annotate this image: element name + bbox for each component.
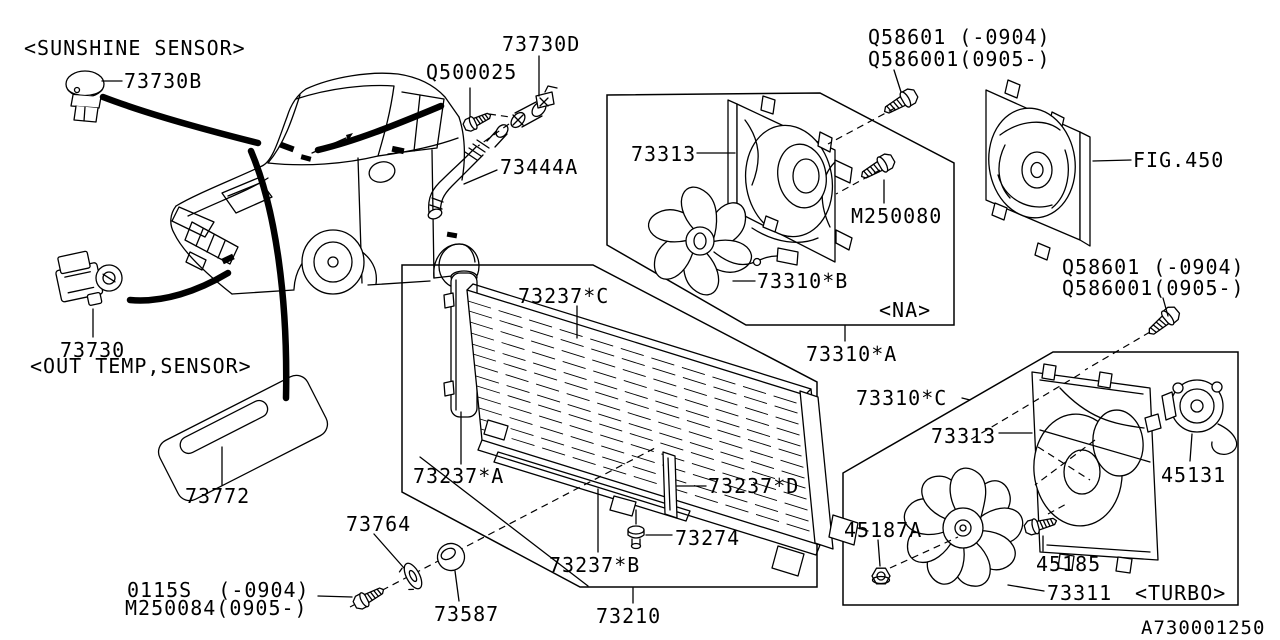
label-45185: 45185 — [1036, 552, 1102, 576]
label-fig450: FIG.450 — [1133, 148, 1225, 172]
caption-sunshine-sensor: <SUNSHINE SENSOR> — [24, 36, 246, 60]
na-fan-blade-drawing — [643, 181, 757, 301]
label-73730: 73730 — [60, 338, 126, 362]
sunshine-sensor-drawing — [66, 71, 104, 122]
label-45187A: 45187A — [844, 518, 923, 542]
label-73313-na: 73313 — [631, 142, 697, 166]
label-73210: 73210 — [596, 604, 662, 628]
label-73274: 73274 — [675, 526, 741, 550]
caption-na: <NA> — [879, 298, 932, 322]
duct-valve-drawing — [508, 86, 557, 130]
out-temp-sensor-drawing — [53, 245, 127, 311]
na-assembly-box — [607, 93, 954, 325]
leader-lines — [93, 56, 1192, 603]
label-0115S-line1: 0115S (-0904) — [127, 578, 310, 602]
turbo-fan-assembly-drawing — [872, 303, 1237, 594]
label-73311: 73311 — [1047, 581, 1113, 605]
condenser-drawing — [420, 271, 868, 586]
sensor-hose-drawing — [427, 86, 557, 221]
doc-number: A730001250 — [1141, 617, 1266, 639]
label-73772: 73772 — [185, 484, 251, 508]
condenser-bolt-drawing — [350, 582, 388, 613]
label-73237D: 73237*D — [708, 474, 800, 498]
caption-out-temp-sensor: <OUT TEMP,SENSOR> — [30, 354, 252, 378]
label-73444A: 73444A — [500, 155, 579, 179]
label-73730B: 73730B — [124, 69, 203, 93]
fig450-fan-drawing — [982, 80, 1090, 260]
label-73764: 73764 — [346, 512, 412, 536]
label-Q58601-na-line2: Q586001(0905-) — [868, 47, 1051, 71]
label-73310A: 73310*A — [806, 342, 898, 366]
turbo-nut-drawing — [872, 568, 890, 584]
label-73730D: 73730D — [502, 32, 581, 56]
na-fan-assembly-drawing — [643, 85, 921, 301]
condenser-fins — [468, 301, 819, 534]
thick-locator-arrows — [103, 97, 441, 398]
label-Q500025: Q500025 — [426, 60, 518, 84]
label-45131: 45131 — [1161, 463, 1227, 487]
label-73313-turbo: 73313 — [931, 424, 997, 448]
turbo-assembly-box — [843, 352, 1238, 605]
condenser-assembly-box — [402, 265, 817, 587]
label-73237C: 73237*C — [518, 284, 610, 308]
label-Q58601-turbo-line2: Q586001(0905-) — [1062, 276, 1245, 300]
turbo-motor-drawing — [1145, 380, 1237, 454]
label-73587: 73587 — [434, 602, 500, 626]
clip-drawing — [628, 510, 644, 549]
washer-drawing — [398, 561, 426, 593]
label-73237A: 73237*A — [413, 464, 505, 488]
label-Q58601-turbo-line1: Q58601 (-0904) — [1062, 255, 1245, 279]
cover-plate-drawing — [154, 371, 332, 505]
label-73310C: 73310*C — [856, 386, 948, 410]
label-73310B: 73310*B — [757, 269, 849, 293]
turbo-fan-blade-drawing — [897, 460, 1031, 594]
grommet-drawing — [433, 539, 470, 576]
turbo-shroud-bolt-drawing — [1143, 303, 1184, 341]
label-73237B: 73237*B — [549, 553, 641, 577]
label-M250084-line2: M250084(0905-) — [125, 596, 308, 620]
caption-turbo: <TURBO> — [1135, 581, 1227, 605]
label-M250080: M250080 — [851, 204, 943, 228]
condenser-mounting-hardware — [350, 448, 655, 613]
label-Q58601-na-line1: Q58601 (-0904) — [868, 25, 1051, 49]
